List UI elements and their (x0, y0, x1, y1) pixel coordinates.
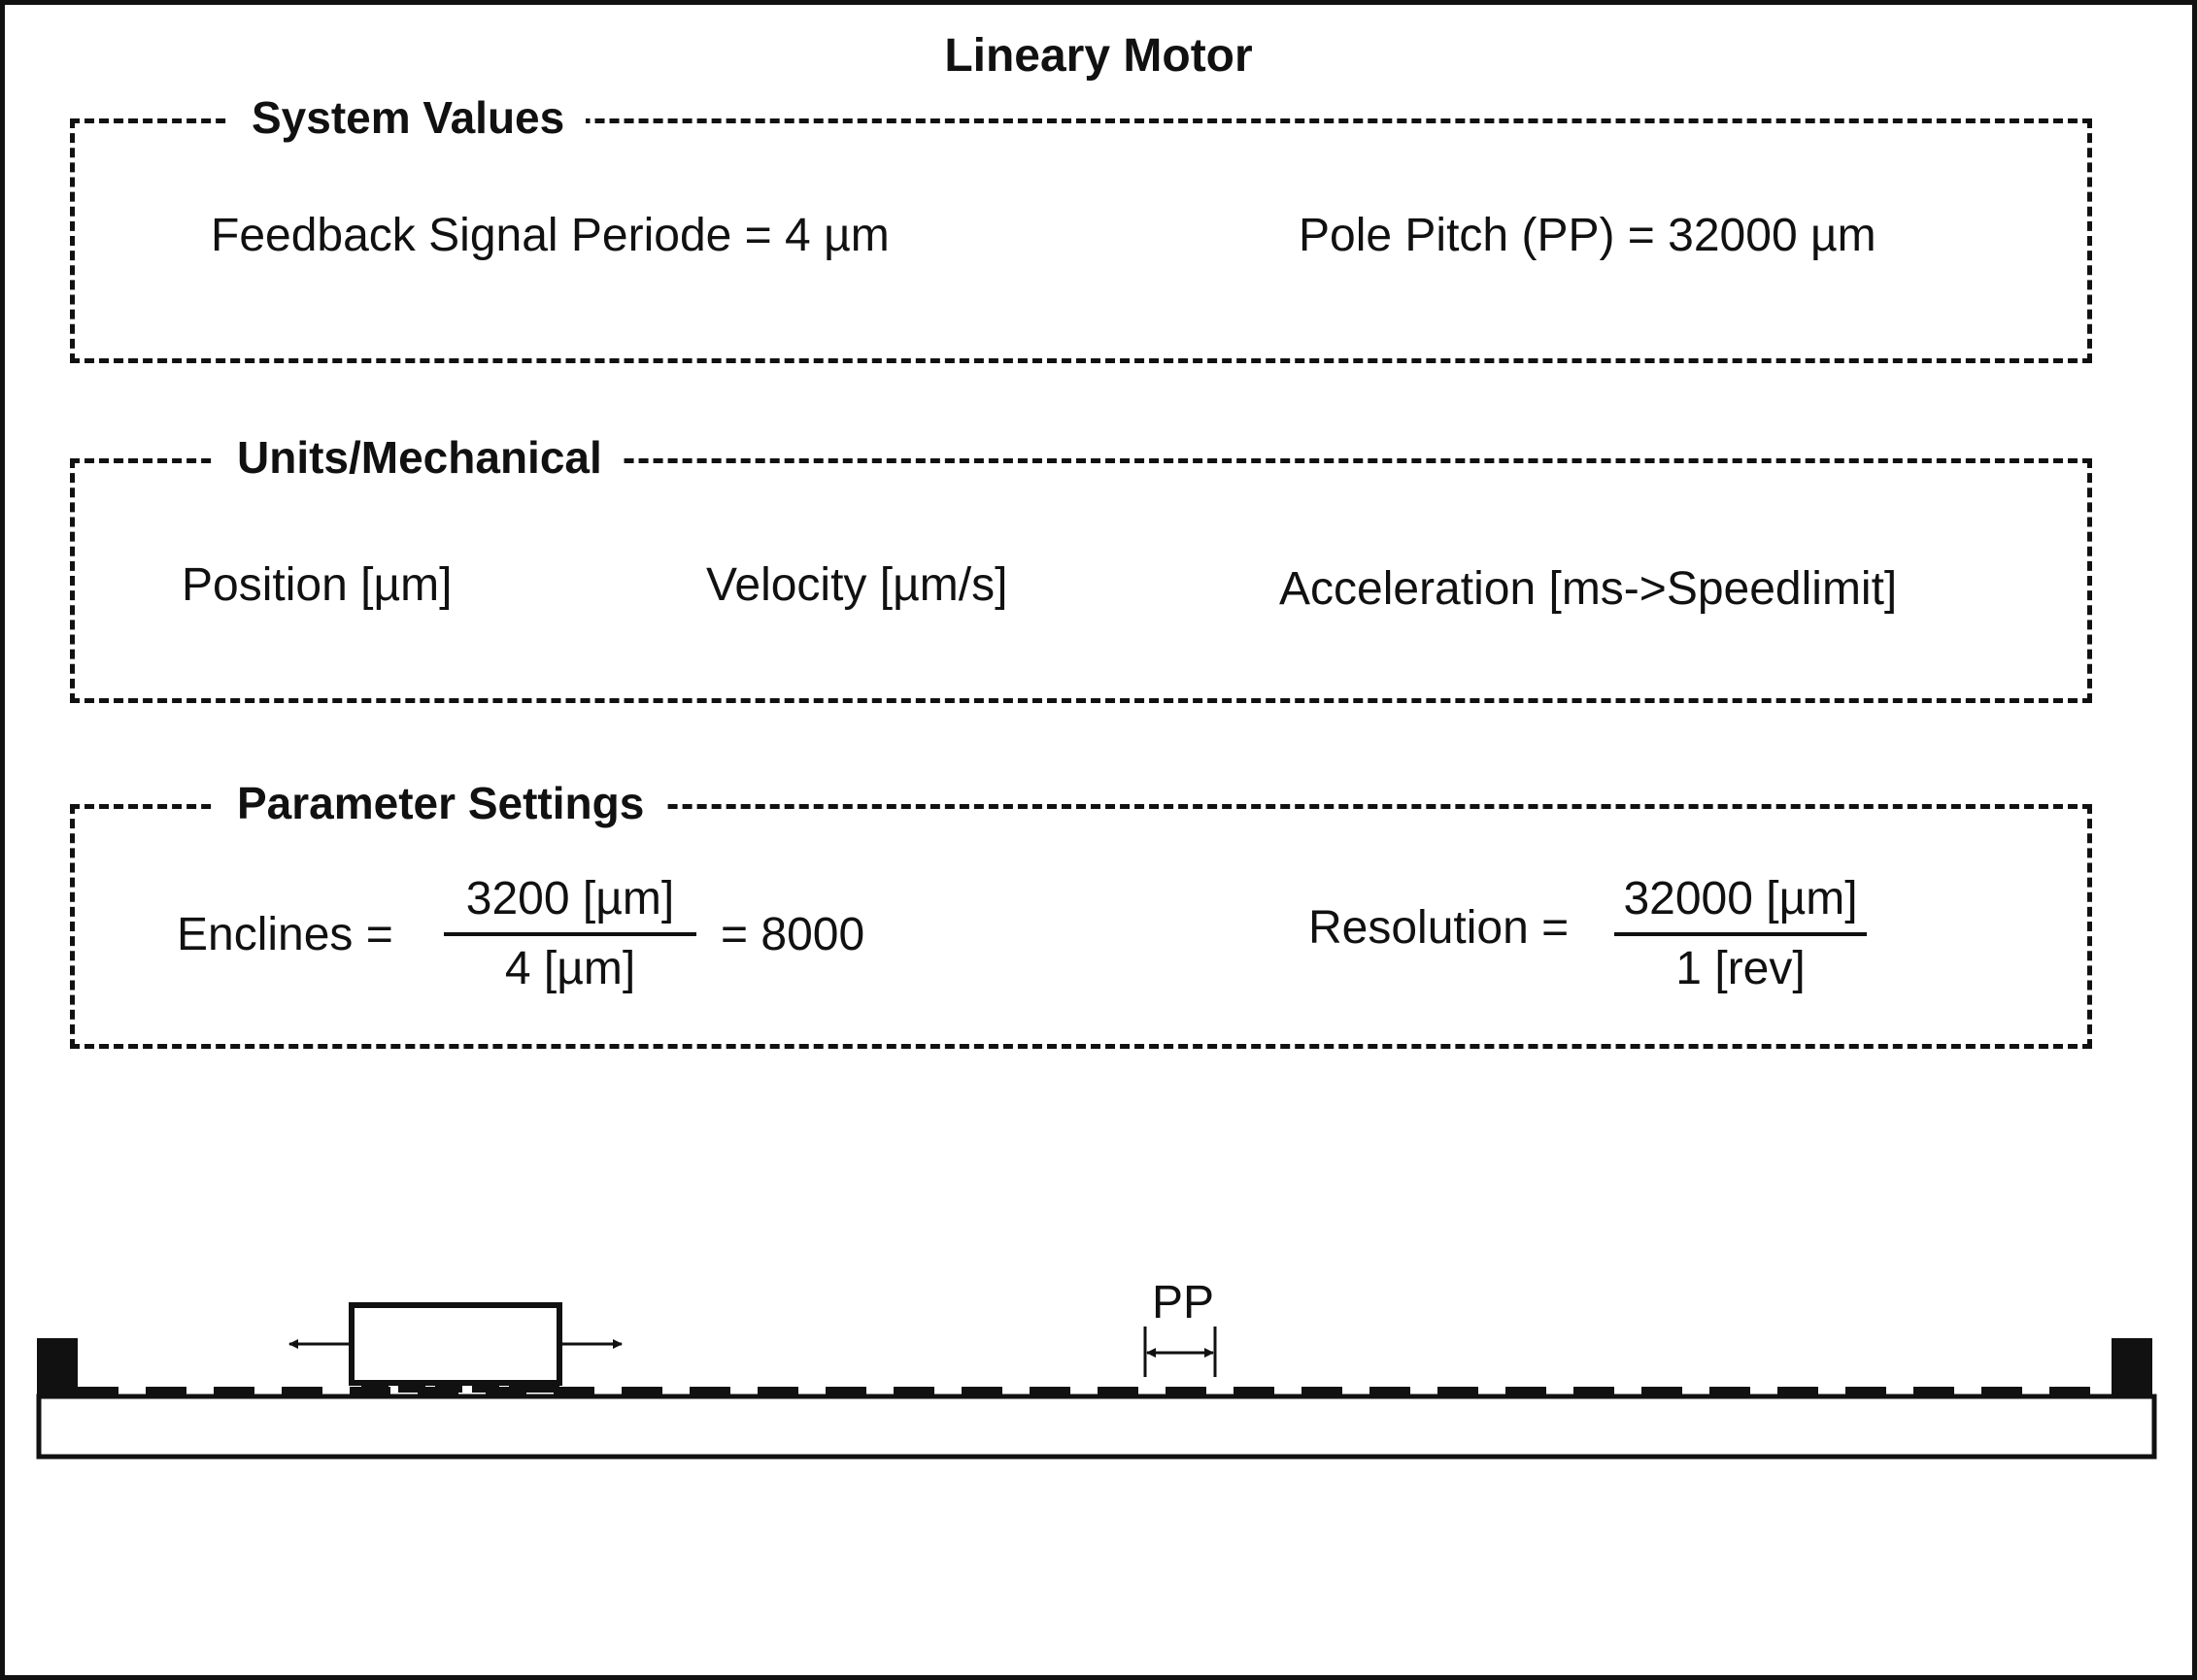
resolution-denominator: 1 [rev] (1675, 943, 1806, 994)
pole-pitch: Pole Pitch (PP) = 32000 µm (1299, 210, 1876, 261)
position-unit: Position [µm] (182, 559, 453, 611)
parameter-settings-legend: Parameter Settings (216, 776, 666, 830)
enclines-denominator: 4 [µm] (504, 943, 636, 994)
enclines-fraction: 3200 [µm] 4 [µm] (444, 872, 696, 996)
system-values-legend: System Values (230, 90, 587, 145)
units-mechanical-legend: Units/Mechanical (216, 430, 624, 485)
motor-carriage (349, 1302, 562, 1386)
resolution-fraction-bar (1614, 932, 1867, 936)
pp-label: PP (1152, 1277, 1215, 1328)
pole-pitch-dimension (1143, 1327, 1217, 1377)
acceleration-unit: Acceleration [ms->Speedlimit] (1279, 563, 1898, 615)
enclines-label: Enclines = (177, 909, 393, 960)
parameter-settings-group: Parameter Settings Enclines = 3200 [µm] … (70, 776, 2092, 1049)
base-rail (36, 1394, 2157, 1460)
carriage-feet (361, 1383, 559, 1393)
velocity-unit: Velocity [µm/s] (706, 559, 1008, 611)
left-end-stop (37, 1338, 78, 1398)
enclines-fraction-bar (444, 932, 696, 936)
right-end-stop (2112, 1338, 2152, 1398)
page-title: Lineary Motor (944, 30, 1253, 82)
system-values-group: System Values Feedback Signal Periode = … (70, 90, 2092, 363)
enclines-numerator: 3200 [µm] (465, 873, 675, 924)
resolution-label: Resolution = (1308, 902, 1570, 954)
resolution-fraction: 32000 [µm] 1 [rev] (1614, 872, 1867, 996)
resolution-numerator: 32000 [µm] (1623, 873, 1858, 924)
units-mechanical-group: Units/Mechanical Position [µm] Velocity … (70, 430, 2092, 703)
enclines-result: = 8000 (721, 909, 865, 960)
feedback-signal-periode: Feedback Signal Periode = 4 µm (211, 210, 890, 261)
